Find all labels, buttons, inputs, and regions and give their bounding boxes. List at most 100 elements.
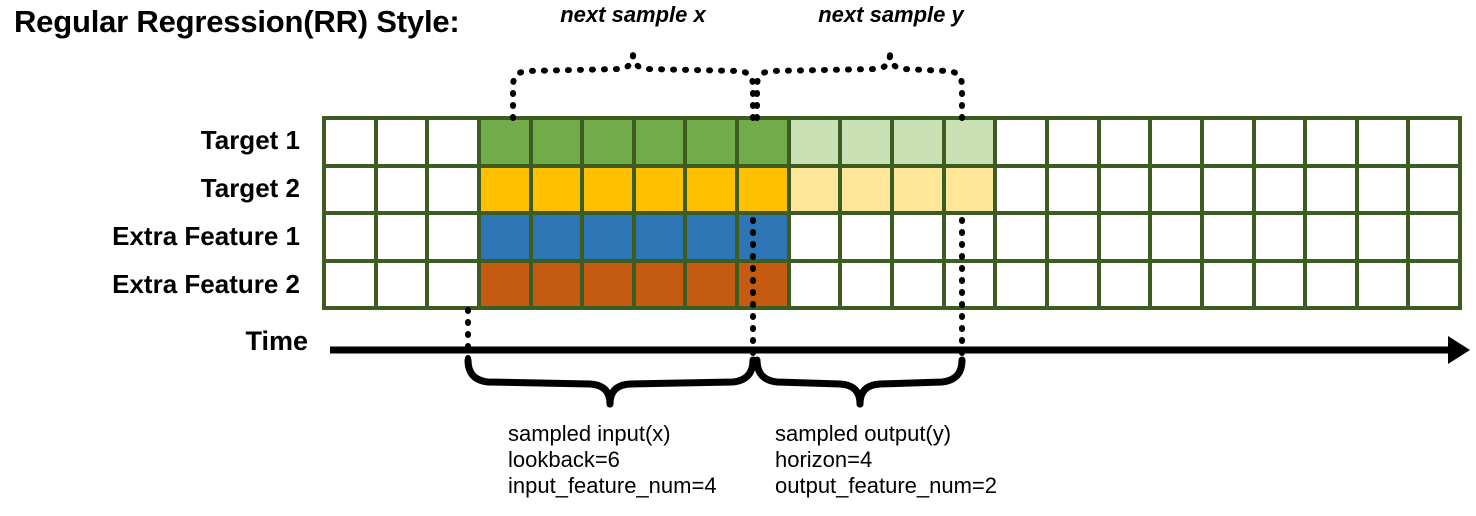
- grid-cell: [997, 262, 1045, 306]
- grid-cell: [1307, 167, 1355, 211]
- bottom-braces-group: [464, 356, 966, 408]
- grid-cell: [429, 262, 477, 306]
- grid-cell: [842, 262, 891, 306]
- brace-next-sample-y-right: [887, 51, 965, 121]
- grid-cell: [326, 167, 374, 211]
- grid-cell: [1152, 120, 1200, 164]
- grid-cell: [1152, 167, 1200, 211]
- brace-label-next-sample-y: next sample y: [818, 2, 964, 27]
- grid-cell: [1203, 120, 1252, 164]
- time-axis-label: Time: [245, 326, 308, 356]
- grid-row: [326, 120, 1459, 164]
- row-label-extra-feature-2: Extra Feature 2: [112, 269, 300, 299]
- grid-cell: [1410, 262, 1459, 306]
- grid-cell: [377, 120, 426, 164]
- grid-cell: [480, 120, 529, 164]
- grid-cell: [1048, 262, 1097, 306]
- grid-cell: [894, 167, 942, 211]
- row-label-target-1: Target 1: [200, 125, 300, 155]
- caption-sampled-input: sampled input(x) lookback=6 input_featur…: [508, 421, 717, 499]
- brace-sampled-output-right: [856, 356, 966, 408]
- grid-cell: [894, 262, 942, 306]
- grid-cell: [1255, 167, 1304, 211]
- grid-cell: [429, 120, 477, 164]
- brace-next-sample-x-right: [630, 51, 756, 121]
- grid-cell: [584, 167, 632, 211]
- row-label-extra-feature-1: Extra Feature 1: [112, 221, 300, 251]
- grid-cell: [1152, 262, 1200, 306]
- grid-cell: [945, 262, 994, 306]
- grid-row: [326, 262, 1459, 306]
- grid-cell: [326, 215, 374, 259]
- caption-sampled-input-line1: sampled input(x): [508, 421, 671, 446]
- time-axis: [330, 336, 1470, 364]
- top-braces-group: [510, 51, 965, 121]
- grid-cell: [1048, 120, 1097, 164]
- grid-cell: [1203, 262, 1252, 306]
- grid-cell: [377, 215, 426, 259]
- brace-next-sample-x-left: [510, 51, 636, 121]
- grid-cell: [997, 120, 1045, 164]
- grid-cell: [1100, 262, 1149, 306]
- caption-sampled-output: sampled output(y) horizon=4 output_featu…: [775, 421, 997, 499]
- grid-cell: [739, 120, 787, 164]
- grid-cell: [326, 120, 374, 164]
- row-label-target-2: Target 2: [200, 173, 300, 203]
- grid-cell: [1048, 215, 1097, 259]
- row-label-list: Target 1 Target 2 Extra Feature 1 Extra …: [0, 116, 308, 308]
- grid-cell: [1410, 167, 1459, 211]
- time-axis-arrowhead: [1448, 336, 1470, 364]
- grid-cell: [997, 167, 1045, 211]
- grid-cell: [894, 120, 942, 164]
- grid-cell: [790, 167, 839, 211]
- grid-cell: [532, 215, 581, 259]
- grid-cell: [1358, 167, 1407, 211]
- grid-cell: [1410, 215, 1459, 259]
- caption-sampled-input-line2: lookback=6: [508, 447, 620, 472]
- timeseries-grid: [322, 116, 1462, 310]
- grid-cell: [790, 215, 839, 259]
- grid-cell: [1255, 120, 1304, 164]
- grid-cell: [842, 120, 891, 164]
- grid-cell: [1410, 120, 1459, 164]
- grid-row: [326, 167, 1459, 211]
- grid-cell: [997, 215, 1045, 259]
- page-title: Regular Regression(RR) Style:: [14, 4, 460, 39]
- caption-sampled-output-line2: horizon=4: [775, 447, 873, 472]
- grid-cell: [1100, 167, 1149, 211]
- grid-cell: [1255, 262, 1304, 306]
- grid-cell: [584, 215, 632, 259]
- grid-cell: [377, 262, 426, 306]
- grid-cell: [687, 215, 736, 259]
- grid-cell: [480, 215, 529, 259]
- grid-cell: [1358, 215, 1407, 259]
- grid-cell: [1358, 262, 1407, 306]
- grid-cell: [532, 167, 581, 211]
- grid-cell: [790, 120, 839, 164]
- grid-cell: [1152, 215, 1200, 259]
- grid-cell: [1358, 120, 1407, 164]
- grid-cell: [635, 215, 684, 259]
- grid-cell: [945, 120, 994, 164]
- grid-cell: [842, 167, 891, 211]
- grid-cell: [739, 215, 787, 259]
- grid-cell: [945, 215, 994, 259]
- brace-sampled-input-left: [464, 356, 614, 408]
- brace-sampled-input-right: [606, 356, 757, 408]
- brace-label-next-sample-x: next sample x: [560, 2, 706, 27]
- grid-cell: [1307, 120, 1355, 164]
- grid-cell: [739, 262, 787, 306]
- grid-cell: [584, 120, 632, 164]
- grid-cell: [480, 262, 529, 306]
- grid-row: [326, 215, 1459, 259]
- grid-cell: [790, 262, 839, 306]
- caption-sampled-output-line1: sampled output(y): [775, 421, 952, 446]
- grid-cell: [326, 262, 374, 306]
- grid-cell: [429, 167, 477, 211]
- grid-cell: [945, 167, 994, 211]
- grid-cell: [739, 167, 787, 211]
- grid-cell: [584, 262, 632, 306]
- grid-cell: [1100, 120, 1149, 164]
- grid-cell: [532, 262, 581, 306]
- brace-sampled-output-left: [753, 356, 864, 408]
